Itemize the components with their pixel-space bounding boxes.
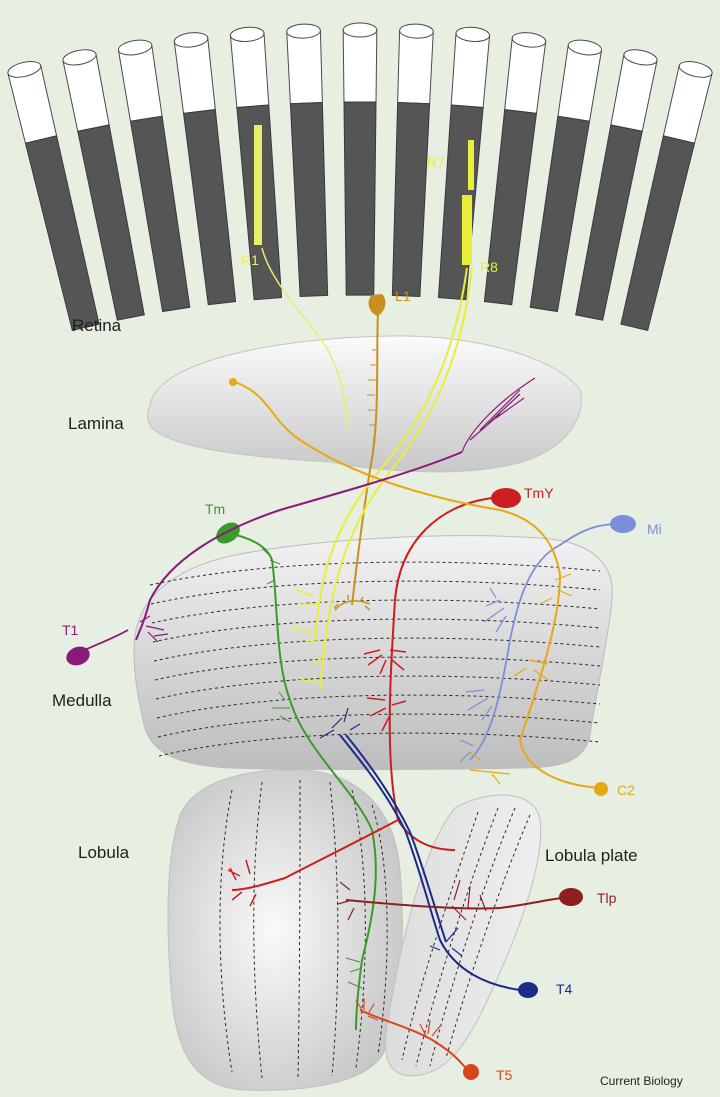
ommatidium-lens — [398, 31, 434, 104]
ommatidium-cap — [343, 23, 377, 37]
neuron-mi-soma — [610, 515, 636, 533]
label-lamina: Lamina — [68, 414, 124, 433]
medulla-neuropil — [134, 536, 612, 770]
label-l1: L1 — [395, 288, 411, 304]
ommatidium-lens — [451, 33, 489, 107]
label-retina: Retina — [72, 316, 122, 335]
ommatidium-lens — [287, 31, 323, 104]
neuron-t5-soma — [463, 1064, 479, 1080]
label-medulla: Medulla — [52, 691, 112, 710]
label-lobula: Lobula — [78, 843, 130, 862]
label-c2: C2 — [617, 782, 635, 798]
label-t5: T5 — [496, 1067, 513, 1083]
label-t1: T1 — [62, 622, 79, 638]
neuron-c2-terminal — [229, 378, 237, 386]
label-t4: T4 — [556, 981, 573, 997]
lobula-neuropil — [168, 770, 402, 1091]
ommatidium-body — [344, 102, 376, 295]
neuron-t4-soma — [518, 982, 538, 998]
label-tmy: TmY — [524, 485, 554, 501]
credit-text: Current Biology — [600, 1074, 683, 1088]
label-tlp: Tlp — [597, 890, 617, 906]
label-lobula-plate: Lobula plate — [545, 846, 638, 865]
ommatidium-lens — [230, 33, 268, 107]
neuron-c2-soma — [594, 782, 608, 796]
neuron-tlp-soma — [559, 888, 583, 906]
label-mi: Mi — [647, 521, 662, 537]
neuron-tmy-soma — [491, 488, 521, 508]
label-tm: Tm — [205, 501, 225, 517]
ommatidium-lens — [343, 30, 377, 102]
label-r7: R7 — [427, 154, 445, 170]
label-r1: R1 — [241, 252, 259, 268]
label-r8: R8 — [480, 259, 498, 275]
